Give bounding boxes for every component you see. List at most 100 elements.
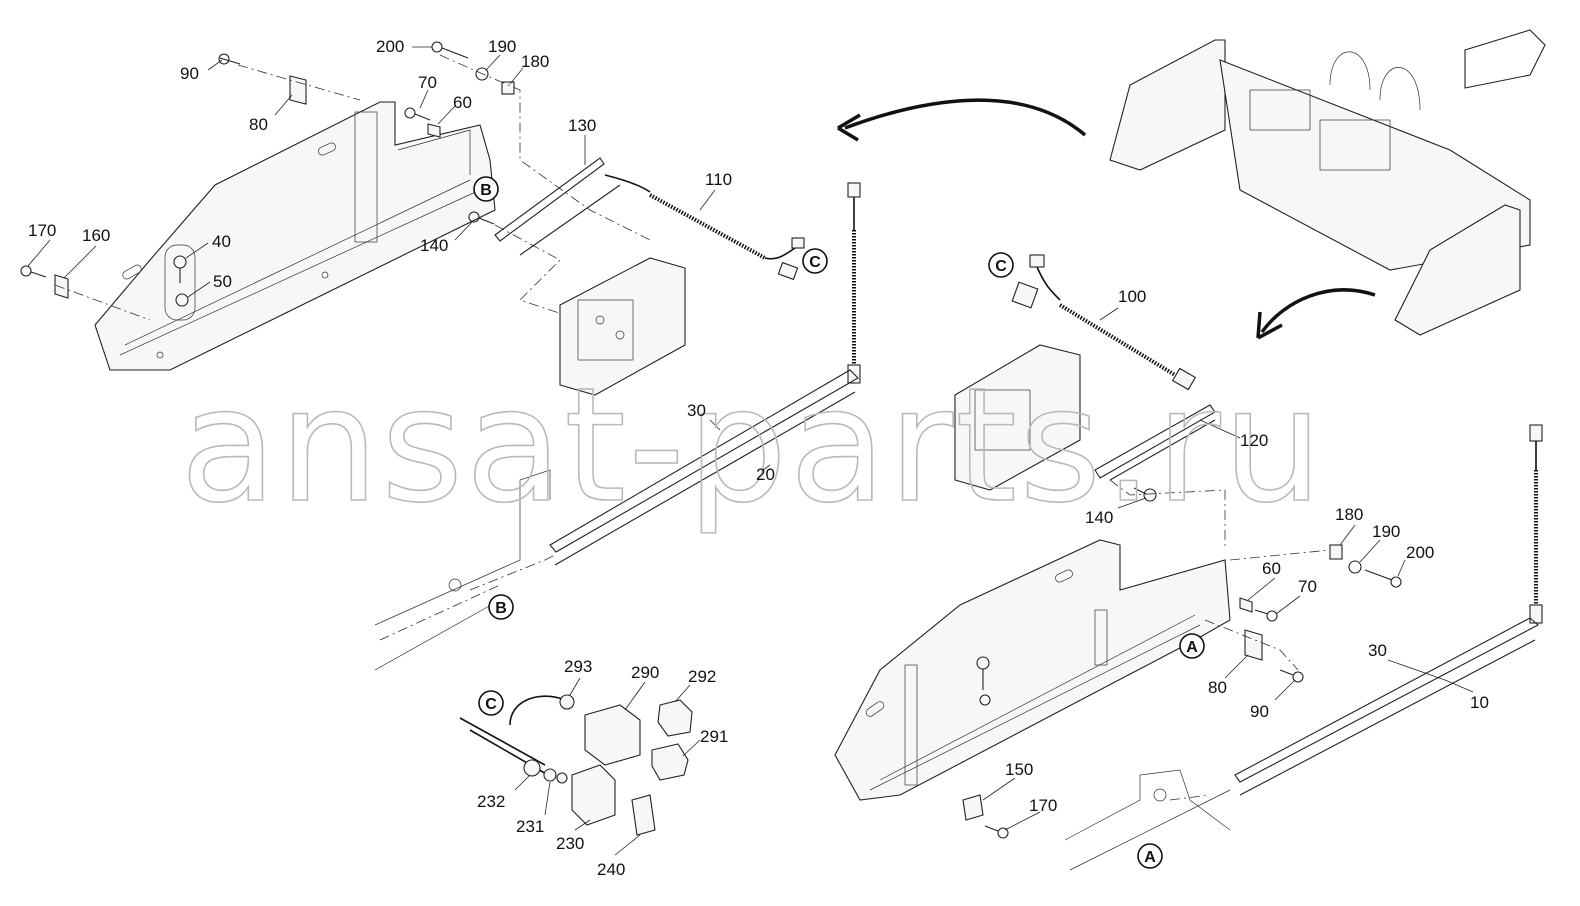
callout-291: 291	[700, 727, 728, 746]
callout-90-right: 90	[1250, 702, 1269, 721]
callout-170-right: 170	[1029, 796, 1057, 815]
callout-90-top: 90	[180, 64, 199, 83]
callout-190-right: 190	[1372, 522, 1400, 541]
callout-80-top: 80	[249, 115, 268, 134]
callout-190-top: 190	[488, 37, 516, 56]
detail-c-connectors	[459, 694, 693, 836]
vertical-cable-left	[847, 182, 861, 384]
ref-marker-b-top: B	[473, 176, 499, 202]
svg-text:C: C	[485, 696, 497, 713]
callout-180-right: 180	[1335, 505, 1363, 524]
svg-text:B: B	[480, 182, 492, 199]
bolt-170-left	[20, 265, 47, 278]
vertical-cable-right	[1529, 424, 1543, 624]
svg-text:B: B	[495, 600, 507, 617]
watermark-text: ansat-parts.ru	[180, 354, 1325, 538]
fastener-center-bolt	[976, 656, 991, 706]
washer-190-top	[475, 67, 489, 81]
callout-240: 240	[597, 860, 625, 879]
mounting-plate-left	[559, 257, 686, 396]
callout-130: 130	[568, 116, 596, 135]
ref-marker-c-mid: C	[988, 252, 1014, 278]
callout-70-right: 70	[1298, 577, 1317, 596]
spacer-180-top	[501, 81, 515, 95]
callout-293: 293	[564, 657, 592, 676]
bracket-150	[962, 794, 984, 821]
arrow-head-lower	[1256, 311, 1283, 340]
bolt-200-top	[431, 41, 469, 59]
washer-190-right	[1348, 560, 1362, 574]
ref-marker-a-bottom: A	[1137, 843, 1163, 869]
bolt-140-top	[468, 211, 495, 225]
callout-150: 150	[1005, 760, 1033, 779]
callout-140-mid: 140	[1085, 508, 1113, 527]
callout-100: 100	[1118, 287, 1146, 306]
callout-60-top: 60	[453, 93, 472, 112]
bracket-160	[54, 274, 69, 299]
callout-230: 230	[556, 834, 584, 853]
reference-markers: B C C B A C A	[473, 176, 1205, 869]
callout-80-right: 80	[1208, 678, 1227, 697]
bolt-140-mid	[1133, 487, 1157, 502]
callout-40: 40	[212, 232, 231, 251]
rail-30-20-left	[549, 369, 859, 566]
arrow-curve-upper	[844, 98, 1087, 137]
svg-text:C: C	[809, 254, 821, 271]
callout-70-top: 70	[418, 73, 437, 92]
callout-290: 290	[631, 663, 659, 682]
spacer-180-right	[1329, 544, 1343, 560]
clip-60-right	[1239, 597, 1253, 613]
ref-marker-c-detail: C	[478, 690, 504, 716]
bolt-70-top	[404, 107, 431, 121]
callout-labels: 200 190 180 90 80 70 60 130 110 170 160 …	[28, 37, 1489, 879]
callout-160: 160	[82, 226, 110, 245]
right-side-panel	[834, 539, 1231, 801]
ref-marker-b-bottom: B	[488, 594, 514, 620]
clip-60-top	[427, 123, 441, 138]
callout-10: 10	[1470, 693, 1489, 712]
bolt-90-right	[1279, 669, 1304, 683]
detail-a-lower-section	[1064, 769, 1231, 871]
ref-marker-a-right: A	[1179, 633, 1205, 659]
svg-text:C: C	[995, 258, 1007, 275]
callout-180-top: 180	[521, 52, 549, 71]
callout-200-right: 200	[1406, 543, 1434, 562]
left-side-panel	[94, 101, 496, 371]
nut-50	[175, 293, 189, 307]
svg-text:A: A	[1144, 849, 1156, 866]
ref-marker-c-top: C	[802, 248, 828, 274]
rail-30-10-right	[1234, 617, 1539, 796]
tube-130	[494, 157, 621, 256]
tube-120	[1094, 404, 1216, 481]
fastener-90-top	[218, 53, 241, 65]
callout-200-top: 200	[376, 37, 404, 56]
machine-overview	[1109, 29, 1546, 336]
bolt-200-right	[1364, 569, 1402, 588]
bolt-70-right	[1254, 609, 1278, 622]
callout-30-mid: 30	[687, 401, 706, 420]
mounting-plate-right	[954, 344, 1081, 491]
callout-292: 292	[688, 667, 716, 686]
callout-20: 20	[756, 465, 775, 484]
bracket-80-top	[289, 75, 307, 105]
bolt-40	[173, 255, 187, 283]
svg-text:A: A	[1186, 639, 1198, 656]
harness-110	[604, 174, 805, 281]
lower-left-panel	[374, 469, 556, 671]
callout-170-left: 170	[28, 221, 56, 240]
callout-232: 232	[477, 792, 505, 811]
callout-110: 110	[705, 170, 732, 189]
leader-lines	[27, 46, 1474, 856]
callout-140-top: 140	[420, 236, 448, 255]
callout-50: 50	[213, 272, 232, 291]
harness-100	[1011, 254, 1197, 391]
callout-231: 231	[516, 817, 544, 836]
bolt-170-right	[984, 825, 1009, 839]
arrow-curve-lower	[1260, 288, 1376, 334]
callout-60-right: 60	[1262, 559, 1281, 578]
callout-30-right: 30	[1368, 641, 1387, 660]
callout-120: 120	[1240, 431, 1268, 450]
arrow-head-upper	[837, 113, 861, 142]
